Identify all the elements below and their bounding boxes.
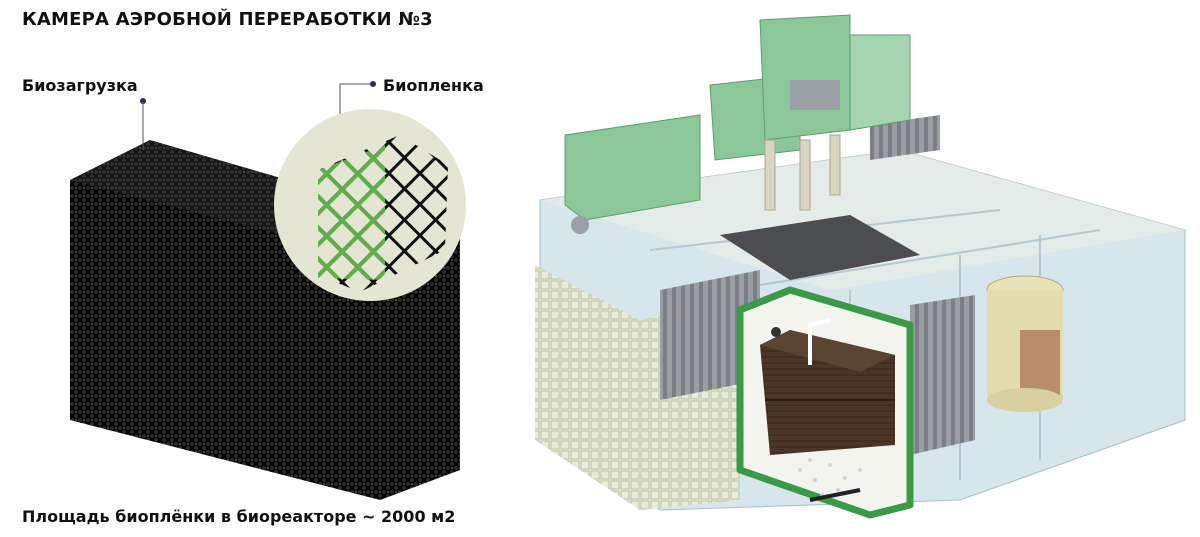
leader-line-bioload xyxy=(140,98,146,150)
biofilm-area-caption: Площадь биоплёнки в биореакторе ~ 2000 м… xyxy=(22,507,456,526)
biofilm-label: Биопленка xyxy=(383,76,484,95)
page-title: КАМЕРА АЭРОБНОЙ ПЕРЕРАБОТКИ №3 xyxy=(22,9,433,30)
treatment-plant-cutaway xyxy=(535,14,1186,519)
biofilm-zoom-circle xyxy=(274,109,466,301)
bioload-label: Биозагрузка xyxy=(22,76,138,95)
